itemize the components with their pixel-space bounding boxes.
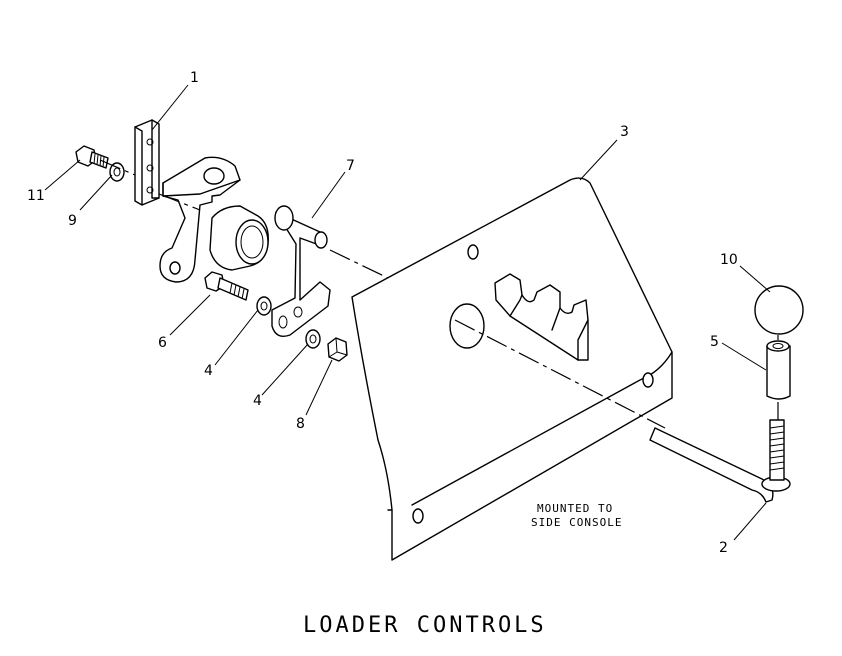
mounting-plate-part-3 xyxy=(351,177,673,561)
callout-4-lower: 4 xyxy=(253,393,262,409)
callout-6: 6 xyxy=(158,335,167,351)
callout-11: 11 xyxy=(27,188,45,204)
callout-1: 1 xyxy=(190,70,199,86)
washer-part-4-lower xyxy=(305,329,321,349)
callout-10: 10 xyxy=(720,252,738,268)
note-line-2: SIDE CONSOLE xyxy=(531,516,622,529)
leader-lines xyxy=(44,84,771,541)
nut-part-8 xyxy=(327,337,348,362)
callout-4-upper: 4 xyxy=(204,363,213,379)
bracket-plate-part-1 xyxy=(134,119,160,206)
callout-9: 9 xyxy=(68,213,77,229)
callout-7: 7 xyxy=(346,158,355,174)
callout-numbers: 1 2 3 4 4 5 6 7 8 9 10 11 xyxy=(27,70,738,556)
washer-part-4-upper xyxy=(256,296,272,316)
control-rod-part-2 xyxy=(649,419,791,503)
callout-2: 2 xyxy=(719,540,728,556)
bolt-part-11 xyxy=(75,145,109,169)
bolt-part-6 xyxy=(204,271,249,301)
assembly-lines xyxy=(99,159,779,429)
note-line-1: MOUNTED TO xyxy=(537,502,613,515)
callout-5: 5 xyxy=(710,334,719,350)
sleeve-part-5 xyxy=(766,340,791,400)
knob-part-10 xyxy=(754,285,804,335)
callout-8: 8 xyxy=(296,416,305,432)
pivot-housing xyxy=(159,156,269,283)
lever-part-7 xyxy=(271,205,331,338)
diagram-title: LOADER CONTROLS xyxy=(303,613,547,638)
washer-part-9 xyxy=(109,162,125,182)
callout-3: 3 xyxy=(620,124,629,140)
